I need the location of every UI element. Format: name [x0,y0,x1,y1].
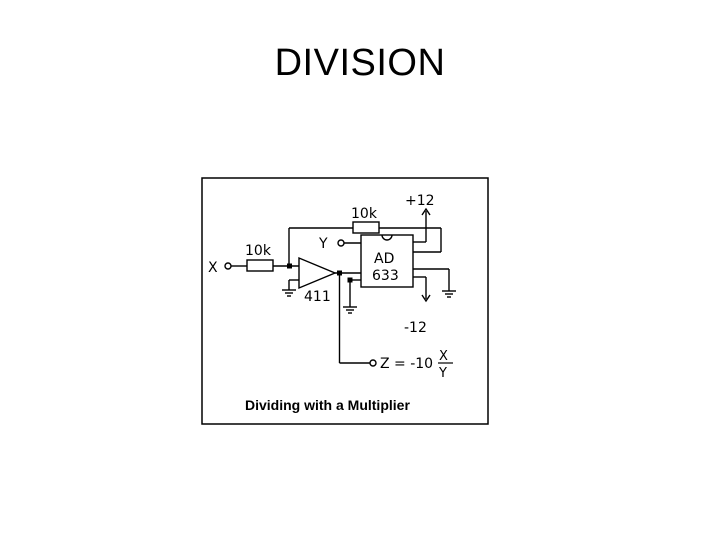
positive-supply-label: +12 [405,193,435,209]
negative-supply-label: -12 [404,320,427,336]
opamp-411 [298,256,337,290]
slide-title: DIVISION [274,42,446,84]
feedback-resistor-label: 10k [351,206,378,222]
opamp-label: 411 [304,289,331,305]
ad633-chip [360,234,414,288]
opamp-ground-icon [282,289,296,297]
chip-label-line1: AD [374,251,394,267]
fraction-numerator: X [439,349,448,364]
output-expression: Z = -10 [380,356,433,372]
x-input-label: X [208,260,218,276]
input-resistor-label: 10k [245,243,272,259]
right-ground-icon [442,290,456,298]
diagram-frame [201,177,489,425]
chip-ground-icon [343,306,357,314]
diagram-caption: Dividing with a Multiplier [245,397,410,413]
circuit-diagram: 10k +12 10k Y X AD 633 411 -12 Z = -10 X… [201,177,489,425]
fraction-denominator: Y [438,366,447,381]
z-output-terminal [369,359,377,367]
y-input-label: Y [318,236,328,252]
chip-label-line2: 633 [372,268,399,284]
